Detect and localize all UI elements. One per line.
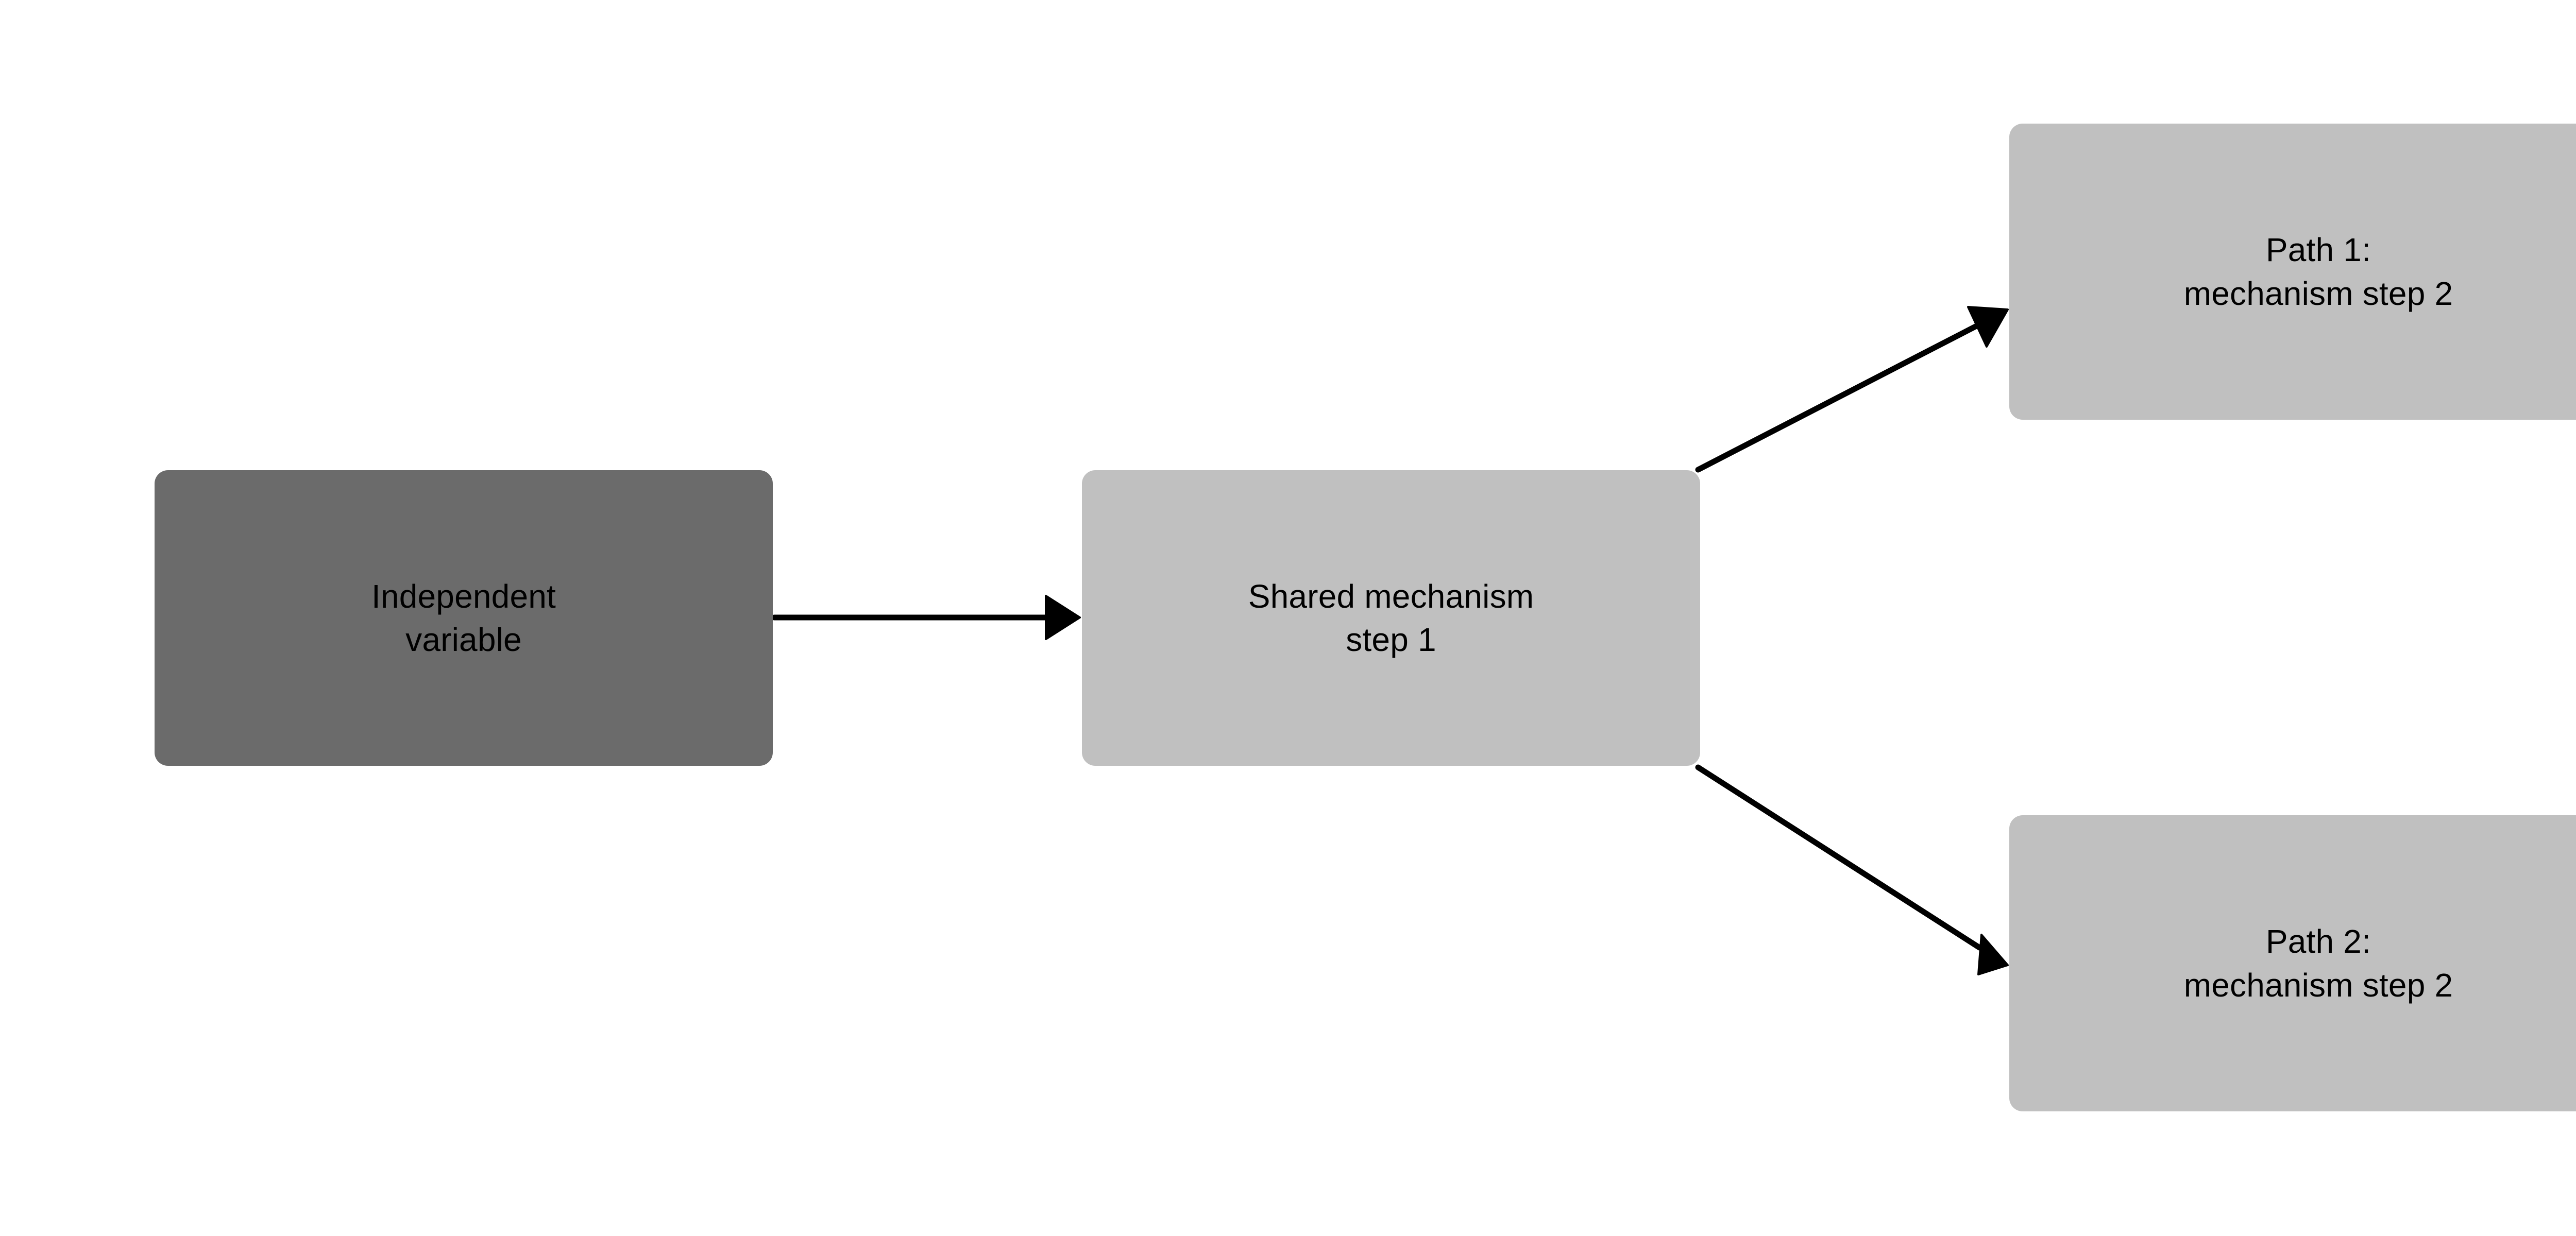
edge-shared-to-path1-line bbox=[1695, 321, 1982, 473]
node-path-2-mechanism-step-2-label: Path 2: mechanism step 2 bbox=[2183, 923, 2453, 1004]
edge-shared-to-path2-arrowhead bbox=[1977, 934, 2009, 975]
node-path-2-mechanism-step-2[interactable]: Path 2: mechanism step 2 bbox=[2009, 815, 2576, 1111]
node-independent-variable[interactable]: Independent variable bbox=[155, 470, 773, 766]
edge-shared-to-path1-arrowhead bbox=[1967, 306, 2009, 348]
edge-independent-to-shared bbox=[771, 595, 1081, 640]
node-shared-mechanism-step-1[interactable]: Shared mechanism step 1 bbox=[1082, 470, 1700, 766]
node-independent-variable-label: Independent variable bbox=[371, 577, 556, 658]
edge-shared-to-path2-line bbox=[1695, 764, 1982, 951]
edge-independent-to-shared-arrowhead bbox=[1045, 595, 1081, 640]
edge-shared-to-path2 bbox=[1695, 764, 2009, 975]
node-path-1-mechanism-step-2-label: Path 1: mechanism step 2 bbox=[2183, 231, 2453, 312]
node-shared-mechanism-step-1-label: Shared mechanism step 1 bbox=[1248, 577, 1534, 658]
edge-shared-to-path1 bbox=[1695, 306, 2009, 473]
node-path-1-mechanism-step-2[interactable]: Path 1: mechanism step 2 bbox=[2009, 124, 2576, 420]
